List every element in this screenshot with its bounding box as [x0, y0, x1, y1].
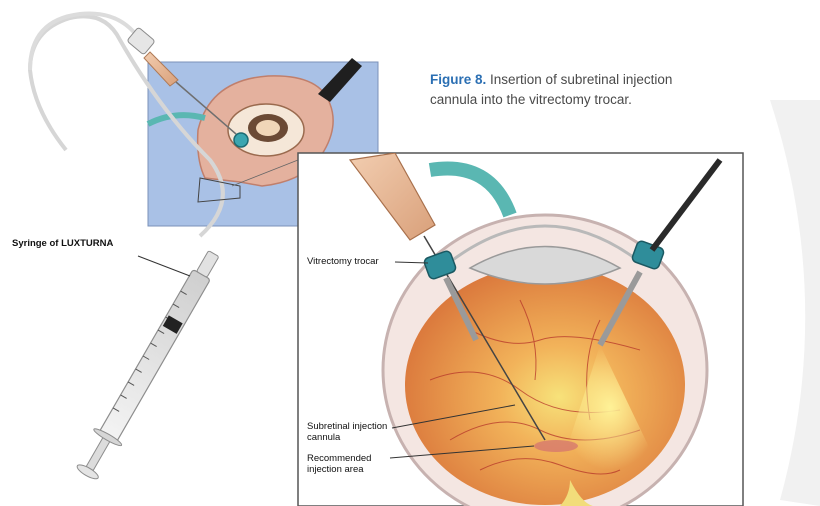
small-trocar [234, 133, 248, 147]
tube-to-cannula [30, 14, 140, 70]
syringe [72, 246, 228, 484]
cannula-label: Subretinal injection cannula [307, 421, 417, 443]
trocar-label: Vitrectomy trocar [307, 256, 379, 267]
cannula-label-line-1: Subretinal injection [307, 421, 387, 432]
background-arc [770, 100, 820, 506]
area-label-line-1: Recommended [307, 453, 371, 464]
caption-line-2: cannula into the vitrectomy trocar. [430, 92, 632, 107]
injection-area-marker [534, 440, 578, 452]
figure-caption: Figure 8. Insertion of subretinal inject… [430, 70, 790, 110]
cannula-label-line-2: cannula [307, 432, 340, 443]
injection-area-label: Recommended injection area [307, 453, 417, 475]
syringe-label: Syringe of LUXTURNA [12, 238, 113, 249]
syringe-label-leader [138, 256, 190, 276]
figure-label: Figure 8. [430, 72, 486, 87]
area-label-line-2: injection area [307, 464, 364, 475]
caption-line-1: Insertion of subretinal injection [490, 72, 672, 87]
